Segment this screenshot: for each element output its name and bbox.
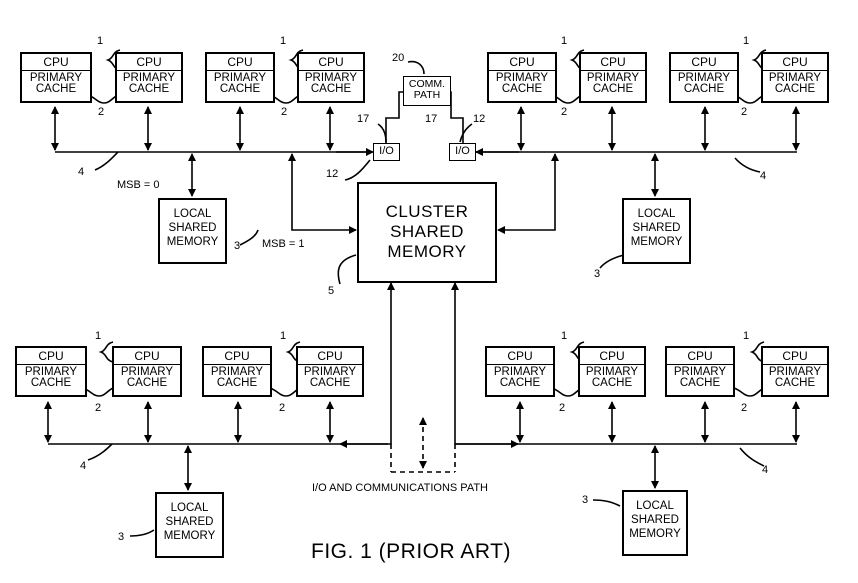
ref-20: 20 bbox=[392, 52, 405, 64]
io-unit-left: I/O bbox=[373, 143, 400, 161]
ref-17: 17 bbox=[357, 113, 370, 125]
ref-3: 3 bbox=[118, 531, 125, 543]
cpu-label: CPU bbox=[204, 348, 270, 365]
cpu-label: CPU bbox=[207, 54, 273, 71]
io-unit-right: I/O bbox=[449, 143, 476, 161]
ref-3: 3 bbox=[582, 494, 589, 506]
cpu-label: CPU bbox=[299, 54, 363, 71]
ref-1: 1 bbox=[561, 35, 568, 47]
cpu-label: CPU bbox=[114, 348, 180, 365]
msb-0-label: MSB = 0 bbox=[117, 179, 160, 191]
ref-1: 1 bbox=[561, 330, 568, 342]
ref-3: 3 bbox=[594, 268, 601, 280]
cpu-label: CPU bbox=[763, 54, 827, 71]
cpu-label: CPU bbox=[667, 348, 733, 365]
ref-1: 1 bbox=[743, 330, 750, 342]
ref-2: 2 bbox=[561, 106, 568, 118]
ref-5: 5 bbox=[328, 285, 335, 297]
io-comm-path-label: I/O AND COMMUNICATIONS PATH bbox=[312, 482, 489, 494]
cpu-label: CPU bbox=[17, 348, 85, 365]
ref-1: 1 bbox=[280, 330, 287, 342]
ref-1: 1 bbox=[280, 35, 287, 47]
ref-1: 1 bbox=[743, 35, 750, 47]
ref-4: 4 bbox=[762, 464, 769, 476]
cpu-label: CPU bbox=[581, 54, 645, 71]
ref-2: 2 bbox=[281, 106, 288, 118]
cpu-label: CPU bbox=[489, 54, 555, 71]
ref-12: 12 bbox=[473, 113, 486, 125]
ref-2: 2 bbox=[741, 402, 748, 414]
cpu-label: CPU bbox=[22, 54, 90, 71]
ref-2: 2 bbox=[95, 402, 102, 414]
msb-1-label: MSB = 1 bbox=[262, 238, 305, 250]
ref-2: 2 bbox=[98, 106, 105, 118]
ref-12: 12 bbox=[326, 168, 339, 180]
ref-4: 4 bbox=[80, 460, 87, 472]
ref-1: 1 bbox=[95, 330, 102, 342]
ref-2: 2 bbox=[741, 106, 748, 118]
ref-3: 3 bbox=[234, 240, 241, 252]
cpu-label: CPU bbox=[117, 54, 181, 71]
comm-path-box: COMM.PATH bbox=[403, 76, 451, 106]
ref-2: 2 bbox=[559, 402, 566, 414]
cpu-label: CPU bbox=[671, 54, 737, 71]
ref-4: 4 bbox=[760, 170, 767, 182]
cpu-label: CPU bbox=[763, 348, 827, 365]
figure-caption: FIG. 1 (PRIOR ART) bbox=[311, 540, 511, 563]
cpu-label: CPU bbox=[580, 348, 644, 365]
ref-4: 4 bbox=[78, 166, 85, 178]
ref-17: 17 bbox=[425, 113, 438, 125]
ref-2: 2 bbox=[279, 402, 286, 414]
cpu-label: CPU bbox=[487, 348, 553, 365]
cpu-label: CPU bbox=[298, 348, 362, 365]
ref-1: 1 bbox=[97, 35, 104, 47]
